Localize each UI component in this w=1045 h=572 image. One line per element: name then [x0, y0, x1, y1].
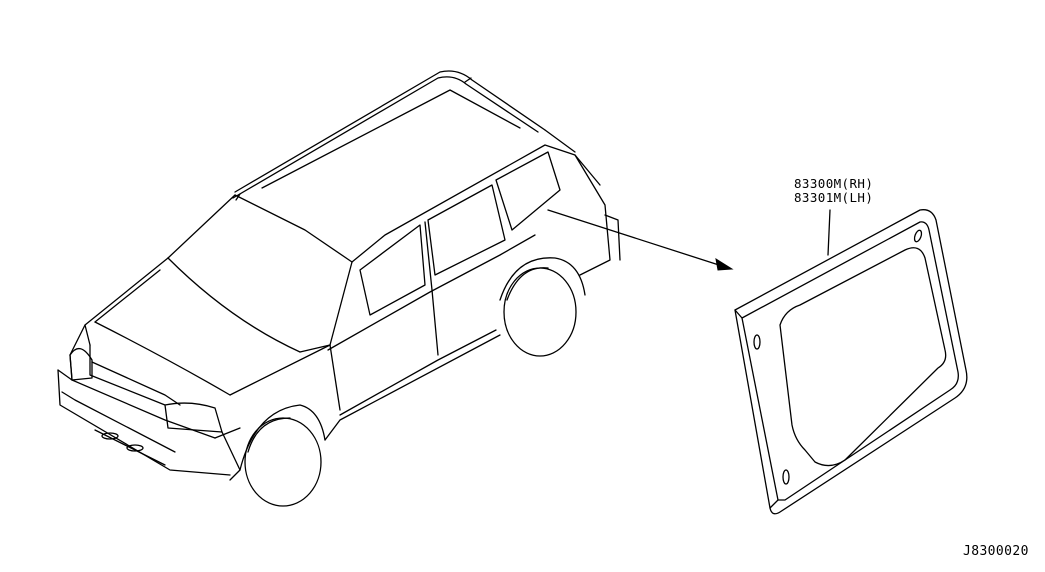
pointer-arrow — [547, 209, 734, 271]
part-number-rh-label: 83300M(RH) — [794, 176, 874, 191]
diagram-code-label: J8300020 — [963, 544, 1029, 559]
side-window-glass-part — [734, 209, 968, 515]
part-number-lh-label: 83301M(LH) — [794, 190, 874, 205]
vehicle-illustration — [57, 70, 621, 507]
